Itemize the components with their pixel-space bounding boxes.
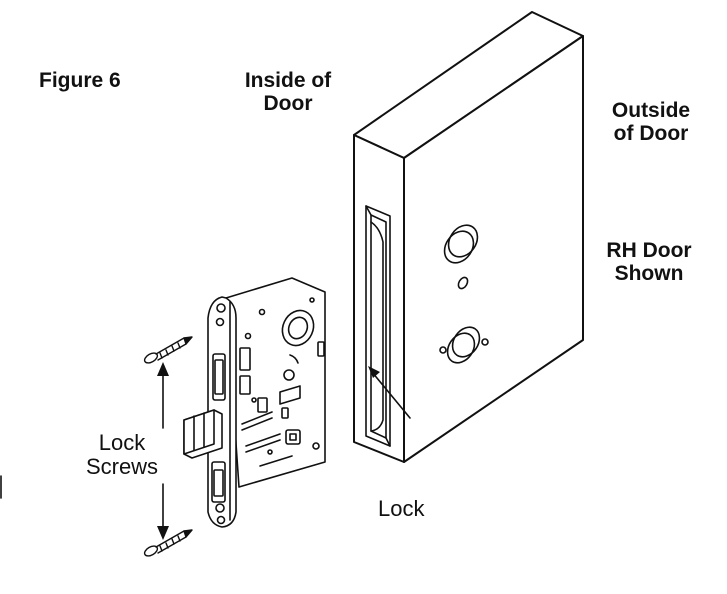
door-note-line-2: Shown (614, 261, 684, 285)
lock-label: Lock (378, 496, 425, 521)
outside-of-door-label: Outside of Door (598, 99, 704, 145)
figure-title: Figure 6 (39, 69, 121, 92)
lock-screw (143, 529, 193, 557)
inside-label-line-2: Door (263, 91, 313, 115)
outside-label-line-1: Outside (611, 99, 691, 122)
screws-label-line-2: Screws (85, 453, 159, 479)
screws-arrow (157, 362, 169, 540)
lock-screws-label: Lock Screws (72, 431, 172, 479)
screws-label-line-1: Lock (98, 430, 146, 455)
inside-label-line-1: Inside of (244, 69, 332, 92)
lock-screw (143, 336, 193, 364)
lever-bore (443, 224, 479, 264)
outside-label-line-2: of Door (613, 121, 689, 145)
cylinder-bore (439, 326, 489, 364)
latch-bolt (183, 409, 223, 459)
door-note-label: RH Door Shown (594, 239, 704, 285)
mortise-pocket (365, 205, 391, 447)
mortise-lock-body (207, 277, 326, 528)
spindle-hole (457, 276, 469, 290)
door-edge-face (353, 134, 405, 463)
door-block (353, 11, 584, 463)
inside-of-door-label: Inside of Door (233, 69, 343, 115)
lock-pointer-arrow (368, 366, 411, 419)
door-note-line-1: RH Door (606, 239, 692, 262)
